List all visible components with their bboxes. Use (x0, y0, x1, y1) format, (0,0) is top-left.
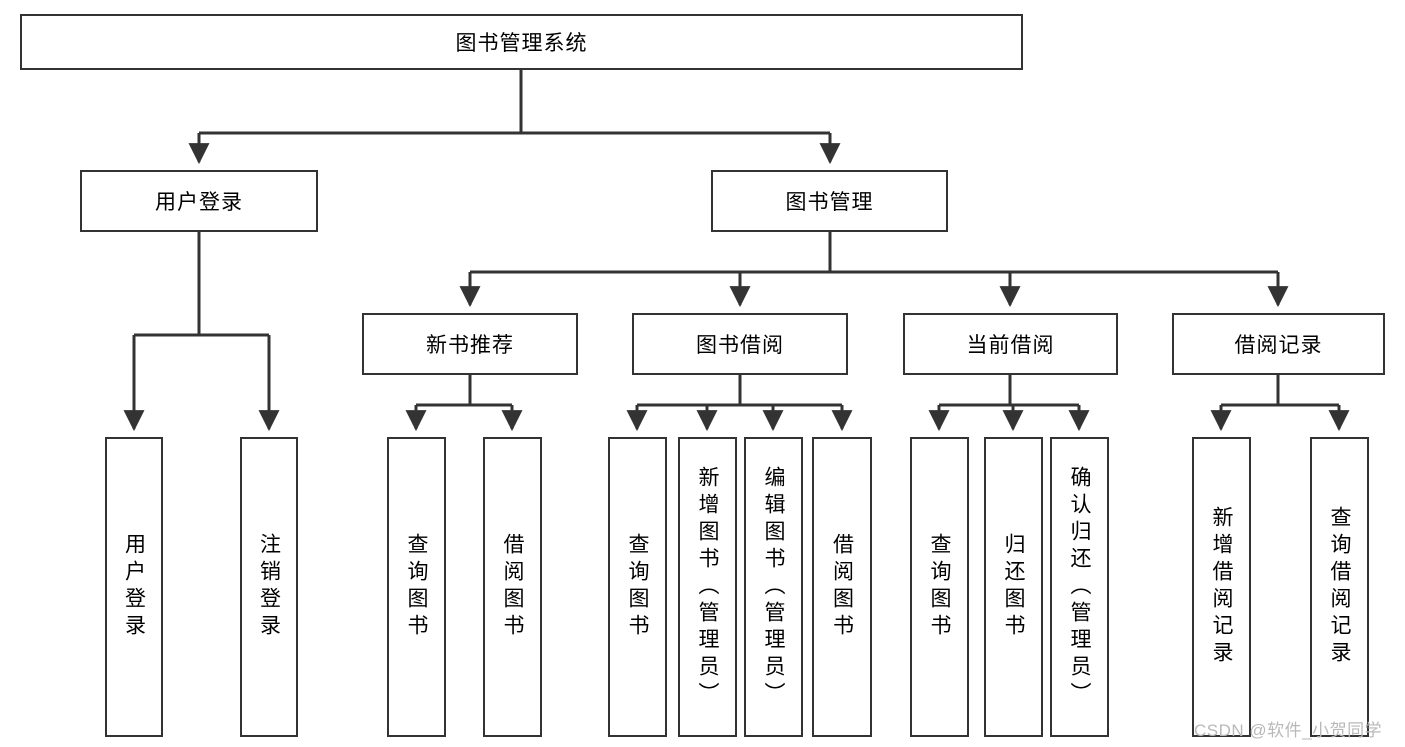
leaf-add-book-admin[interactable]: 新增图书（管理员） (678, 437, 737, 737)
leaf-query-borrow-record[interactable]: 查询借阅记录 (1310, 437, 1369, 737)
node-book-borrow[interactable]: 图书借阅 (632, 313, 848, 375)
leaf-add-borrow-record[interactable]: 新增借阅记录 (1192, 437, 1251, 737)
node-borrow-record[interactable]: 借阅记录 (1172, 313, 1385, 375)
node-root[interactable]: 图书管理系统 (20, 14, 1023, 70)
leaf-edit-book-admin[interactable]: 编辑图书（管理员） (744, 437, 803, 737)
leaf-borrow-book-newbook-label: 借阅图书 (501, 533, 524, 641)
leaf-query-book-newbook[interactable]: 查询图书 (387, 437, 446, 737)
leaf-add-borrow-record-label: 新增借阅记录 (1210, 506, 1233, 668)
leaf-query-borrow-record-label: 查询借阅记录 (1328, 506, 1351, 668)
node-book-management-label: 图书管理 (785, 191, 874, 214)
leaf-logout[interactable]: 注销登录 (240, 437, 298, 737)
leaf-query-book-borrow[interactable]: 查询图书 (608, 437, 667, 737)
node-user-login[interactable]: 用户登录 (80, 170, 318, 232)
leaf-confirm-return-admin-label: 确认归还（管理员） (1068, 465, 1091, 709)
leaf-query-book-current[interactable]: 查询图书 (910, 437, 969, 737)
leaf-query-book-newbook-label: 查询图书 (405, 533, 428, 641)
node-current-borrow-label: 当前借阅 (966, 334, 1055, 357)
leaf-user-login[interactable]: 用户登录 (105, 437, 163, 737)
leaf-return-book[interactable]: 归还图书 (984, 437, 1043, 737)
leaf-user-login-label: 用户登录 (122, 533, 146, 641)
leaf-query-book-borrow-label: 查询图书 (626, 533, 649, 641)
node-book-borrow-label: 图书借阅 (696, 334, 784, 357)
leaf-borrow-book[interactable]: 借阅图书 (812, 437, 872, 737)
leaf-query-book-current-label: 查询图书 (928, 533, 951, 641)
node-book-management[interactable]: 图书管理 (711, 170, 948, 232)
leaf-return-book-label: 归还图书 (1002, 533, 1025, 641)
leaf-edit-book-admin-label: 编辑图书（管理员） (762, 465, 785, 709)
node-new-book-recommend-label: 新书推荐 (426, 334, 514, 357)
node-user-login-label: 用户登录 (155, 191, 243, 214)
leaf-add-book-admin-label: 新增图书（管理员） (696, 465, 719, 709)
leaf-confirm-return-admin[interactable]: 确认归还（管理员） (1050, 437, 1109, 737)
node-borrow-record-label: 借阅记录 (1234, 334, 1323, 357)
csdn-watermark: CSDN @软件_小贺同学 (1194, 721, 1383, 740)
node-root-label: 图书管理系统 (455, 32, 588, 55)
leaf-borrow-book-label: 借阅图书 (830, 533, 854, 641)
node-current-borrow[interactable]: 当前借阅 (903, 313, 1118, 375)
leaf-borrow-book-newbook[interactable]: 借阅图书 (483, 437, 542, 737)
node-new-book-recommend[interactable]: 新书推荐 (362, 313, 578, 375)
leaf-logout-label: 注销登录 (257, 533, 281, 641)
